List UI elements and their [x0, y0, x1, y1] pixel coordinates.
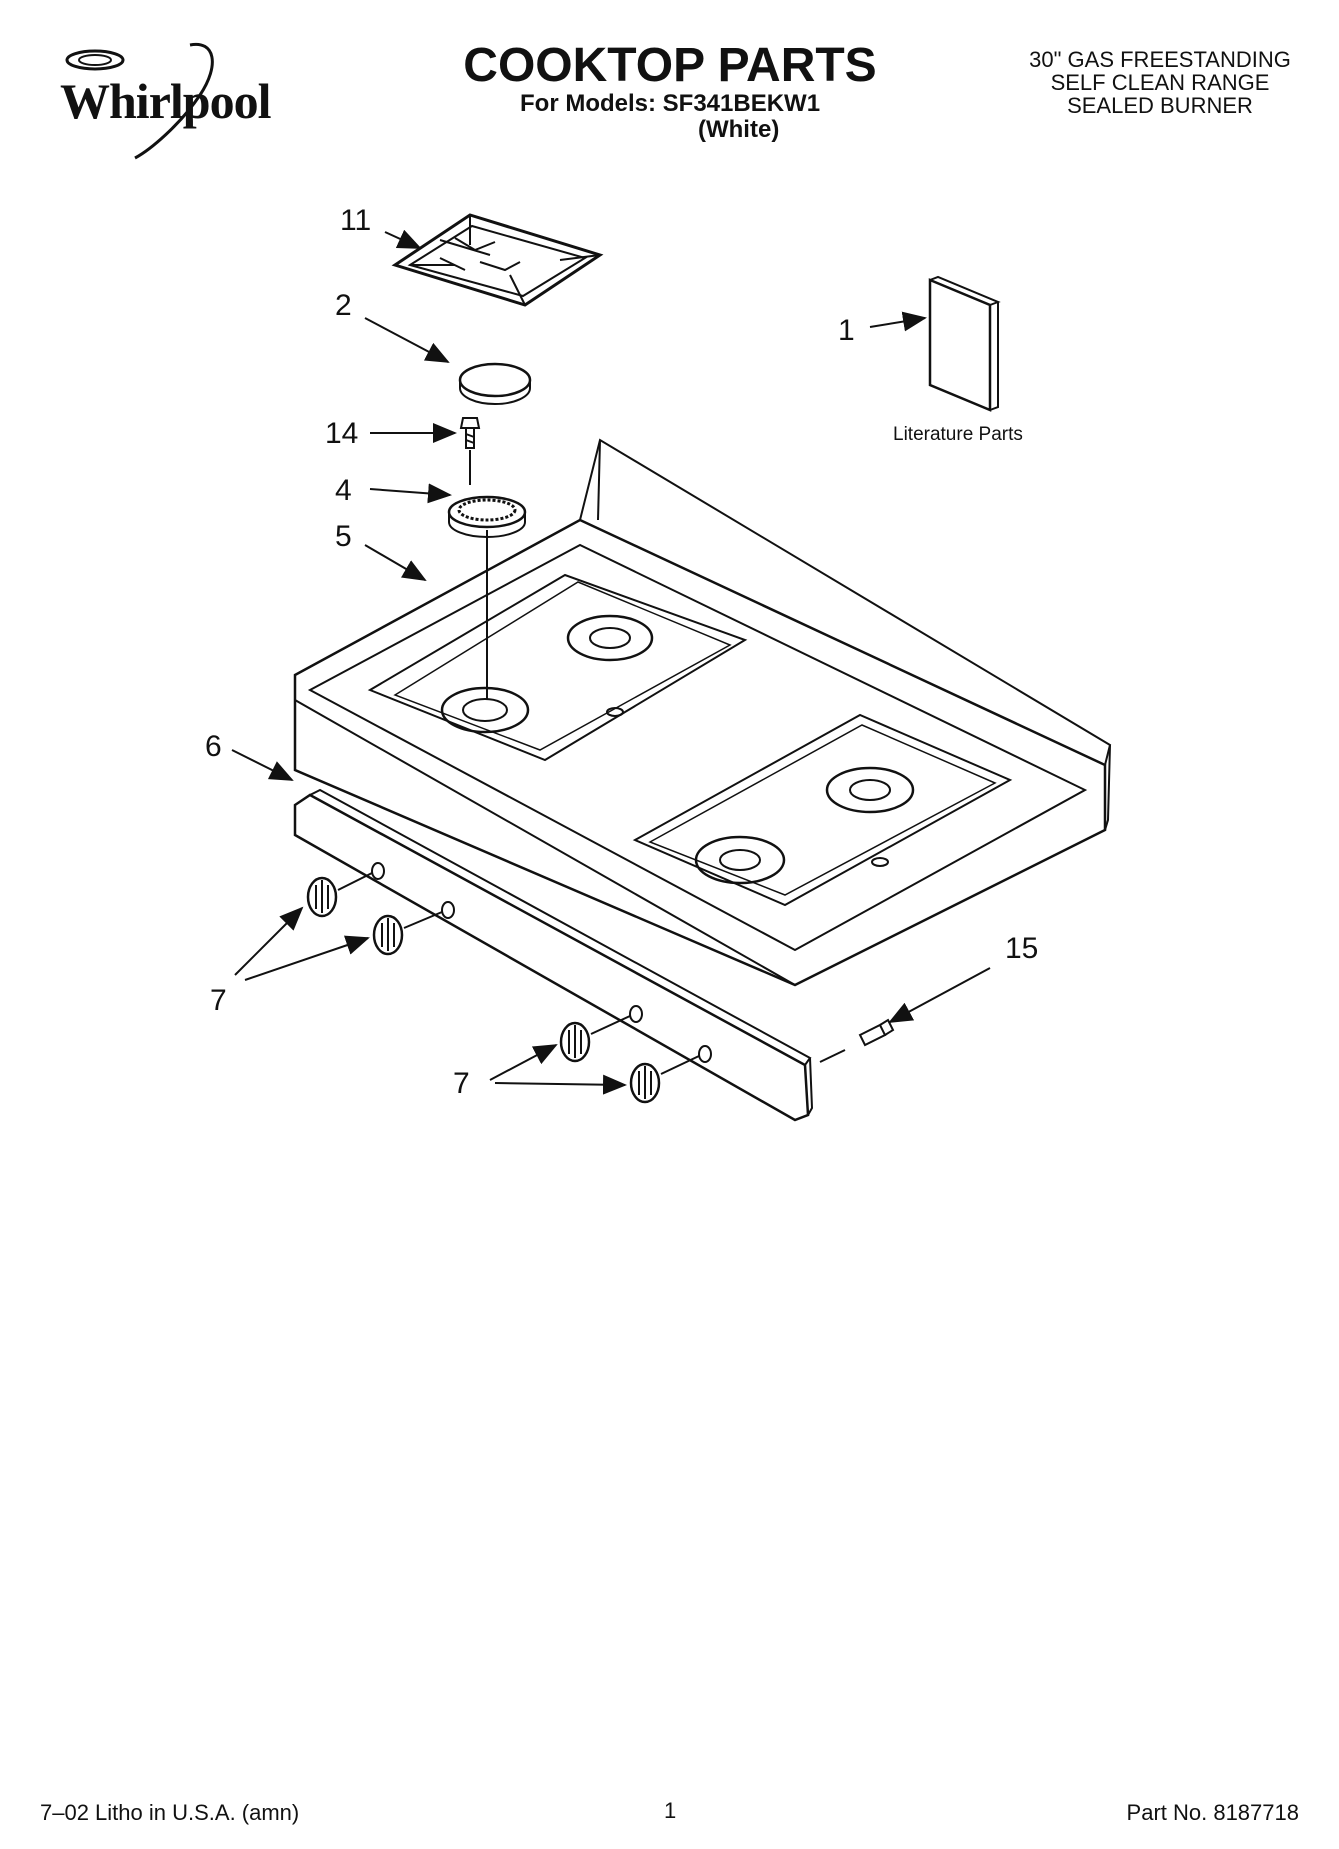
callout-11: 11: [340, 204, 371, 237]
callout-6: 6: [205, 730, 222, 763]
callout-15: 15: [1005, 932, 1038, 965]
callout-5: 5: [335, 520, 352, 553]
callout-7: 7: [210, 984, 227, 1017]
description-line: SEALED BURNER: [1067, 93, 1253, 118]
callout-2: 2: [335, 289, 352, 322]
color-line: (White): [698, 116, 780, 143]
burner-grate: [391, 213, 604, 307]
control-panel: [293, 788, 814, 1122]
burner-cap: [458, 362, 532, 405]
callout-1: 1: [838, 314, 855, 347]
product-description: 30" GAS FREESTANDING SELF CLEAN RANGE SE…: [1020, 48, 1300, 117]
description-line: SELF CLEAN RANGE: [1050, 70, 1270, 95]
literature-parts: [928, 275, 1001, 412]
screw-15: [858, 1018, 895, 1047]
control-knob: [306, 876, 338, 918]
literature-label: Literature Parts: [893, 424, 1023, 445]
page-title: COOKTOP PARTS: [463, 39, 877, 92]
screw-14: [459, 417, 481, 449]
brand-name: Whirlpool: [60, 73, 271, 129]
control-knob: [559, 1021, 591, 1063]
callout-4: 4: [335, 474, 352, 507]
models-line: For Models: SF341BEKW1: [520, 90, 821, 117]
callout-7: 7: [453, 1067, 470, 1100]
page-number: 1: [664, 1798, 677, 1823]
logo-swoosh: [65, 42, 214, 160]
control-knob: [372, 914, 404, 956]
control-knob: [629, 1062, 661, 1104]
part-number: Part No. 8187718: [1126, 1800, 1299, 1825]
litho-note: 7–02 Litho in U.S.A. (amn): [40, 1800, 300, 1825]
description-line: 30" GAS FREESTANDING: [1029, 47, 1291, 72]
cooktop-main: [293, 438, 1112, 987]
callout-14: 14: [325, 417, 358, 450]
whirlpool-logo: Whirlpool: [40, 40, 280, 170]
